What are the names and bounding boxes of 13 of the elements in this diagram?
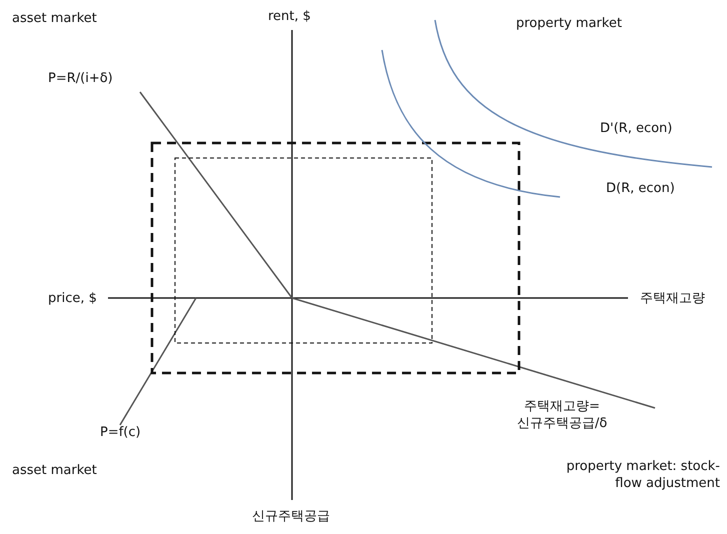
curve-label: 주택재고량= 신규주택공급/δ (516, 398, 608, 432)
axis-label: 주택재고량 (640, 290, 705, 307)
axis-label: price, $ (48, 290, 97, 307)
curve-label: P=R/(i+δ) (48, 70, 113, 87)
quadrant-title: asset market (12, 10, 97, 27)
curve-label: D(R, econ) (606, 180, 675, 197)
curve-label: P=f(c) (100, 424, 141, 441)
axis-label: 신규주택공급 (252, 508, 330, 525)
axis-label: rent, $ (268, 8, 311, 25)
quadrant-title: property market: stock-flow adjustment (565, 458, 720, 492)
quadrant-title: asset market (12, 462, 97, 479)
quadrant-title: property market (516, 15, 622, 32)
curve-label: D'(R, econ) (600, 120, 672, 137)
